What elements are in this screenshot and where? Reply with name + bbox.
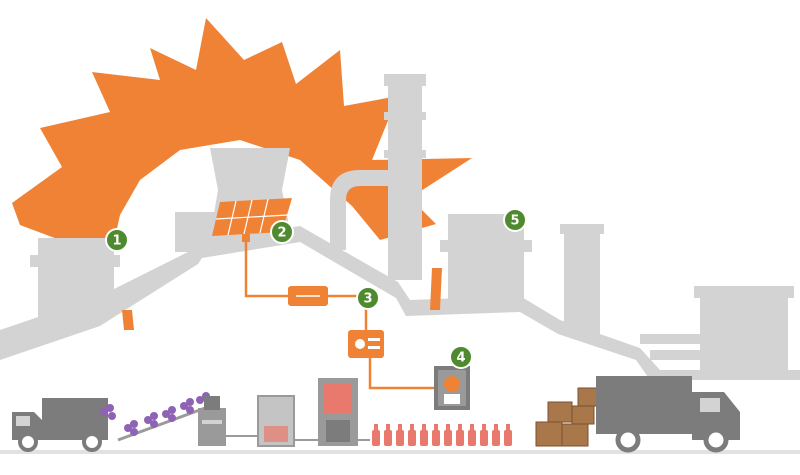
step-marker-2: 2 bbox=[270, 220, 294, 244]
step-marker-label: 1 bbox=[112, 234, 121, 249]
ground-line bbox=[0, 450, 800, 454]
fermentation-tank-icon bbox=[318, 378, 358, 446]
bottle-icon bbox=[456, 424, 464, 446]
crate-stack bbox=[535, 387, 599, 447]
bottle-icon bbox=[372, 424, 380, 446]
truck-right-icon bbox=[596, 376, 740, 453]
step-marker-circle bbox=[270, 220, 294, 244]
step-marker-label: 4 bbox=[456, 351, 465, 366]
bottle-row bbox=[372, 424, 512, 446]
bottle-icon bbox=[432, 424, 440, 446]
step-marker-circle bbox=[105, 228, 129, 252]
step-marker-4: 4 bbox=[449, 345, 473, 369]
step-marker-label: 2 bbox=[277, 226, 286, 241]
step-marker-1: 1 bbox=[105, 228, 129, 252]
sun-inner-accent bbox=[122, 268, 442, 330]
bottle-icon bbox=[480, 424, 488, 446]
bottle-icon bbox=[444, 424, 452, 446]
truck-left-icon bbox=[12, 398, 108, 452]
tank-icon bbox=[198, 396, 226, 446]
crate-icon bbox=[535, 421, 563, 447]
bottle-icon bbox=[504, 424, 512, 446]
crate-icon bbox=[561, 423, 589, 447]
crate-icon bbox=[547, 401, 573, 423]
step-marker-circle bbox=[449, 345, 473, 369]
press-machine-icon bbox=[257, 395, 295, 447]
step-marker-circle bbox=[356, 286, 380, 310]
step-marker-circle bbox=[503, 208, 527, 232]
crate-icon bbox=[577, 387, 599, 407]
sun-icon bbox=[12, 18, 472, 260]
bottle-icon bbox=[408, 424, 416, 446]
step-marker-5: 5 bbox=[503, 208, 527, 232]
bottle-icon bbox=[384, 424, 392, 446]
bottle-icon bbox=[396, 424, 404, 446]
bottle-icon bbox=[468, 424, 476, 446]
step-marker-3: 3 bbox=[356, 286, 380, 310]
marker-group: 1 2 3 4 5 bbox=[105, 208, 527, 369]
step-marker-label: 5 bbox=[510, 214, 519, 229]
bottle-icon bbox=[420, 424, 428, 446]
monitoring-unit-icon bbox=[348, 330, 384, 358]
crate-icon bbox=[571, 405, 595, 425]
inverter-icon bbox=[288, 286, 328, 306]
bottle-icon bbox=[492, 424, 500, 446]
step-marker-label: 3 bbox=[363, 292, 372, 307]
meter-icon bbox=[434, 366, 470, 410]
